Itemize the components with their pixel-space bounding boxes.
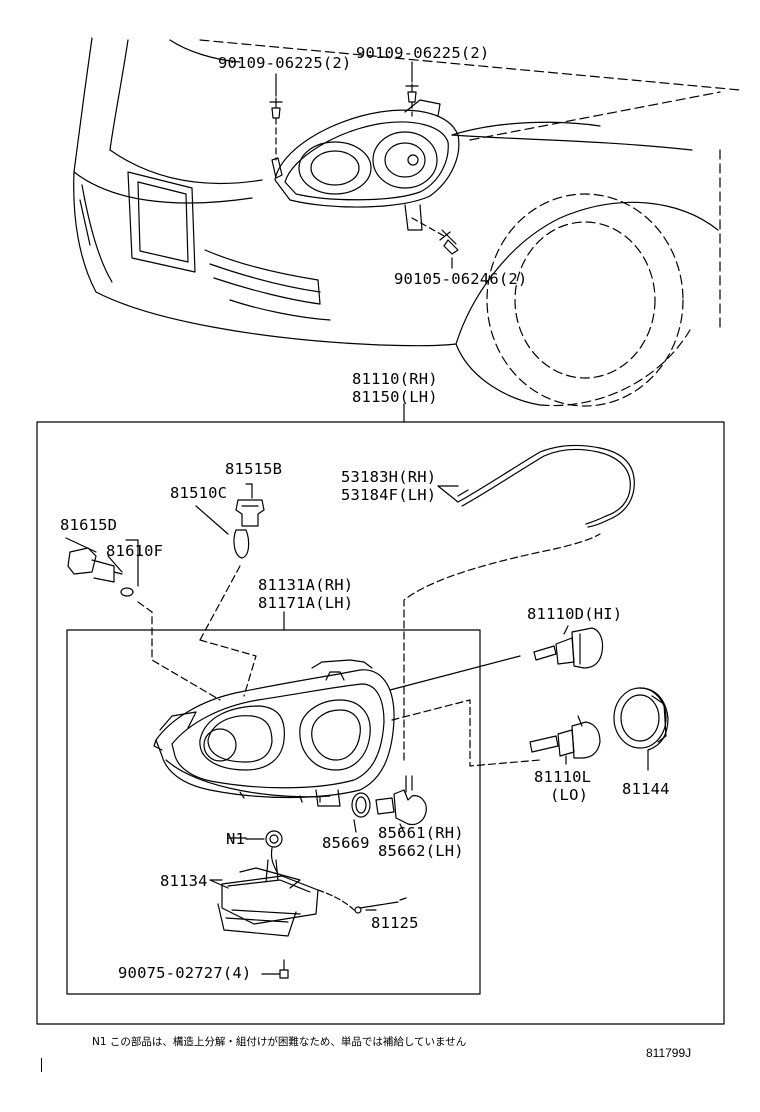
label-bolt-left: 90109-06225(2)	[218, 54, 352, 72]
bulb-hi	[533, 625, 604, 669]
label-leaders	[125, 485, 459, 911]
label-assembly-lh: 81150(LH)	[352, 388, 438, 406]
label-81510c: 81510C	[170, 484, 228, 502]
socket-81515b	[195, 483, 265, 559]
label-85661: 85661(RH)	[378, 824, 464, 842]
label-81515b: 81515B	[225, 460, 283, 478]
label-bolt-right: 90109-06225(2)	[356, 44, 490, 62]
label-81615d: 81615D	[60, 516, 118, 534]
headlamp-housing	[153, 565, 541, 807]
label-bolt-lower: 90105-06246(2)	[394, 270, 528, 288]
igniter-harness	[209, 830, 407, 979]
headlamp-installed-view	[269, 61, 460, 269]
label-n1: N1	[226, 830, 246, 848]
seal-53183h	[403, 444, 635, 761]
label-53183h: 53183H(RH)	[341, 468, 437, 486]
diagram-code: 811799J	[646, 1046, 692, 1060]
label-85662: 85662(LH)	[378, 842, 464, 860]
label-81110l-lo: (LO)	[550, 786, 589, 804]
label-90075: 90075-02727(4)	[118, 964, 252, 982]
footnote: N1 この部品は、構造上分解・組付けが困難なため、単品では補給していません	[92, 1036, 467, 1048]
cap-81144	[613, 687, 669, 771]
label-81610f: 81610F	[106, 542, 164, 560]
label-81110d: 81110D(HI)	[527, 605, 623, 623]
label-81144: 81144	[622, 780, 670, 798]
label-81134: 81134	[160, 872, 208, 890]
label-81110l: 81110L	[534, 768, 592, 786]
assembly-boxes	[36, 403, 725, 1025]
label-53184f: 53184F(LH)	[341, 486, 437, 504]
label-assembly-rh: 81110(RH)	[352, 370, 438, 388]
margin-mark	[41, 1058, 42, 1072]
bulb-85661	[351, 775, 427, 833]
socket-81615d	[65, 537, 221, 701]
label-81125: 81125	[371, 914, 419, 932]
bulb-lo	[529, 715, 601, 765]
label-85669: 85669	[322, 834, 370, 852]
label-81131a: 81131A(RH)	[258, 576, 354, 594]
car-front-body	[73, 37, 741, 407]
label-81171a: 81171A(LH)	[258, 594, 354, 612]
